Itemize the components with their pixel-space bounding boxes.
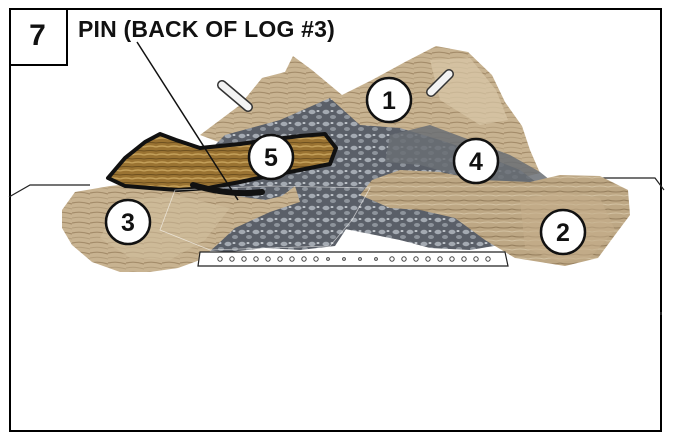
callout-5: 5 xyxy=(249,135,293,179)
callout-4: 4 xyxy=(454,139,498,183)
callout-4-label: 4 xyxy=(469,148,483,176)
callout-2: 2 xyxy=(541,210,585,254)
callout-1-label: 1 xyxy=(382,87,396,115)
callout-3: 3 xyxy=(106,200,150,244)
callout-1: 1 xyxy=(367,78,411,122)
callout-5-label: 5 xyxy=(264,144,278,172)
pin-left xyxy=(222,85,248,107)
callout-2-label: 2 xyxy=(556,219,570,247)
grate-mark xyxy=(660,312,662,315)
callout-3-label: 3 xyxy=(121,209,135,237)
